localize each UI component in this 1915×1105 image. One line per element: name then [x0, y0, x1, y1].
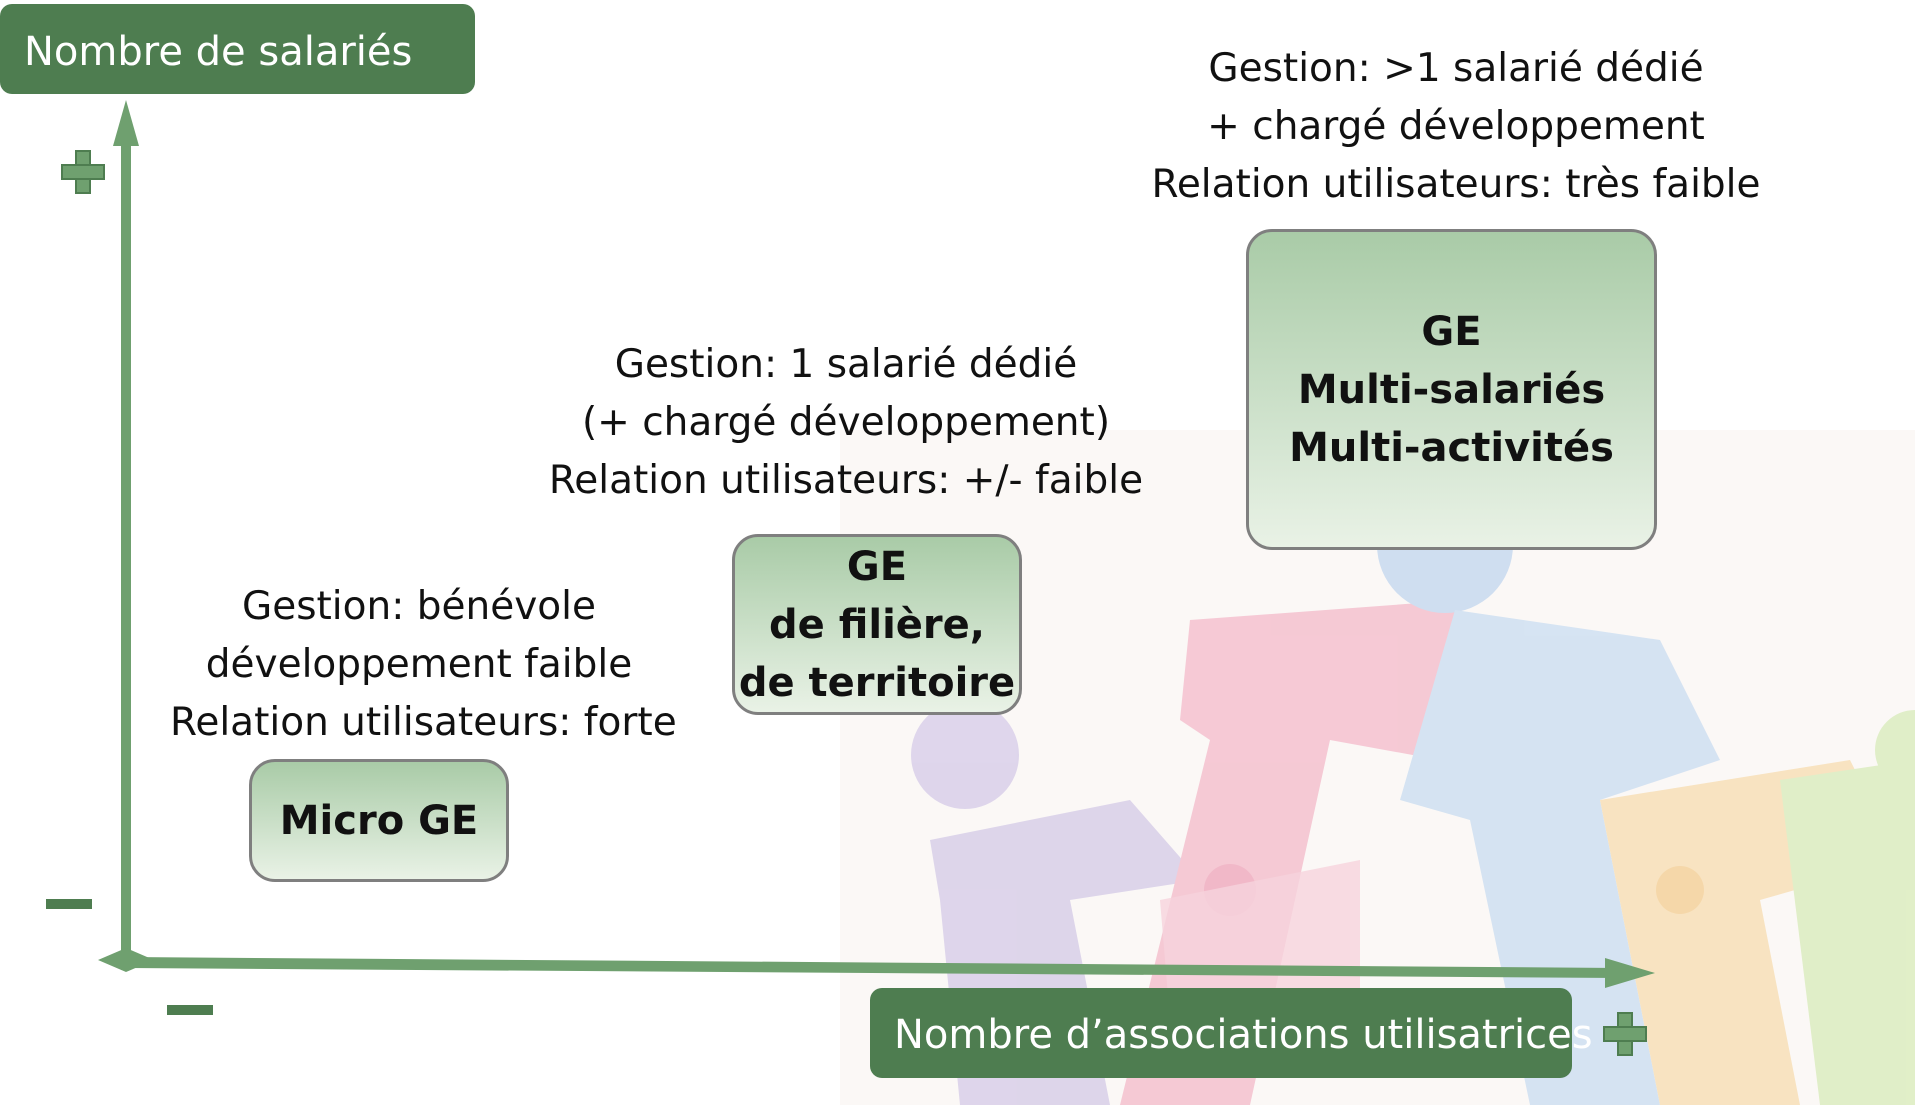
- tier-3-box: GE Multi-salariés Multi-activités: [1246, 229, 1657, 550]
- x-axis-minus-icon: [167, 1005, 213, 1015]
- tier-3-box-line: GE: [1421, 308, 1482, 355]
- tier-3-description: Gestion: >1 salarié dédié + chargé dével…: [1140, 40, 1772, 214]
- tier-2-description: Gestion: 1 salarié dédié (+ chargé dével…: [530, 336, 1162, 510]
- x-axis-arrowhead: [1605, 958, 1655, 988]
- tier-1-box: Micro GE: [249, 759, 509, 882]
- y-axis-minus-icon: [46, 899, 92, 909]
- tier-1-description-line: Relation utilisateurs: forte: [170, 700, 677, 745]
- y-axis-plus-icon: [59, 148, 105, 194]
- tier-2-box-line: de filière,: [769, 601, 985, 648]
- tier-2-description-line: Relation utilisateurs: +/- faible: [548, 458, 1144, 503]
- x-axis-plus-icon: [1601, 1010, 1647, 1056]
- y-axis-arrowhead: [113, 100, 139, 146]
- tier-3-description-line: + chargé développement: [1207, 104, 1705, 149]
- tier-3-description-line: Relation utilisateurs: très faible: [1151, 162, 1761, 207]
- tier-1-description-line: développement faible: [205, 642, 633, 687]
- tier-2-description-line: Gestion: 1 salarié dédié: [614, 342, 1078, 387]
- x-axis-label: Nombre d’associations utilisatrices: [870, 988, 1593, 1078]
- tier-1-box-line: Micro GE: [279, 797, 479, 844]
- tier-3-box-line: Multi-salariés: [1297, 366, 1606, 413]
- origin-arrowhead: [98, 948, 154, 972]
- tier-2-box: GE de filière, de territoire: [732, 534, 1022, 715]
- tier-1-description: Gestion: bénévole développement faible R…: [170, 578, 677, 752]
- y-axis-line: [113, 100, 139, 970]
- tier-3-box-line: Multi-activités: [1289, 424, 1614, 471]
- tier-2-box-line: de territoire: [738, 659, 1016, 706]
- x-axis-line: [98, 948, 1655, 988]
- y-axis-label: Nombre de salariés: [0, 4, 475, 94]
- tier-2-description-line: (+ chargé développement): [581, 400, 1111, 445]
- tier-1-description-line: Gestion: bénévole: [241, 584, 596, 629]
- tier-2-box-line: GE: [846, 543, 908, 590]
- tier-3-description-line: Gestion: >1 salarié dédié: [1208, 46, 1704, 91]
